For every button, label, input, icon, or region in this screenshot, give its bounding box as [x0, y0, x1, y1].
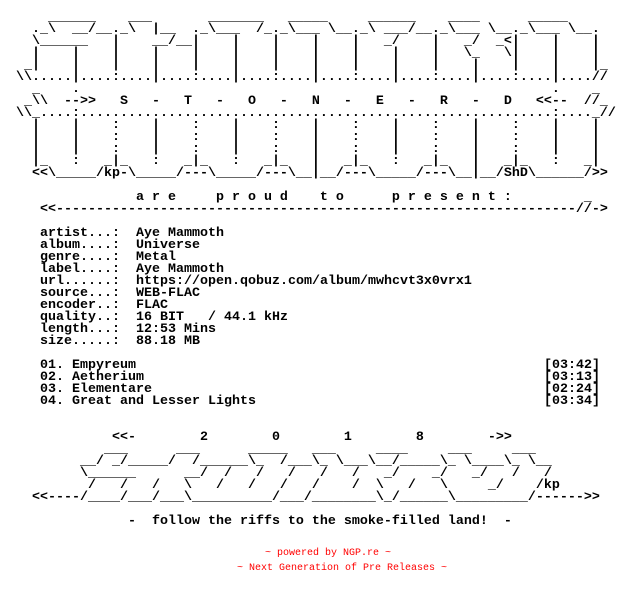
info-row-source: source...: WEB-FLAC	[0, 286, 624, 301]
header-art-line: _ . . _	[0, 82, 600, 97]
track-title: 03. Elementare	[40, 382, 152, 397]
powered-by-text: ~ powered by NGP.re ~	[265, 548, 392, 559]
footer-art-line: __/ _/_____/ /______\_ /___\_ \___\__/__…	[0, 454, 552, 469]
track-duration: [03:34]	[544, 394, 600, 409]
info-label: album....:	[40, 238, 120, 253]
header-art-line: <<\_____/kp-\_____/---\_____/---\__|__/-…	[0, 166, 608, 181]
footer-art-line: <<----/____/___/___\__________/___/_____…	[0, 490, 600, 505]
header-title-line: _\\ -->> S - T - O - N - E - R - D <<-- …	[0, 94, 608, 109]
track-duration: [03:13]	[544, 370, 600, 385]
footer-art-line: / / / \ / / / / / \ / \ _/ /kp	[0, 478, 560, 493]
track-row: 03. Elementare [02:24]	[0, 382, 624, 397]
track-row: 01. Empyreum [03:42]	[0, 358, 624, 373]
info-row-album: album....: Universe	[0, 238, 624, 253]
header-art-line: | | : | : | : | : | : | : | |	[0, 130, 600, 145]
info-value: Metal	[136, 250, 176, 265]
header-art-line: _| | | | | | | | | | | | | | |_	[0, 58, 608, 73]
info-value: Aye Mammoth	[136, 226, 224, 241]
header-art-line: | | : | : | : | : | : | : | |	[0, 118, 600, 133]
info-label: url......:	[40, 274, 120, 289]
tagline: - follow the riffs to the smoke-filled l…	[0, 514, 512, 529]
footer-art-line: ___ ___ _____ ___ ____ ___ ___	[0, 442, 536, 457]
info-label: quality..:	[40, 310, 120, 325]
header-art-line: ._\ __/__._\ |__ ._\___ /_._\___ \__._\ …	[0, 22, 600, 37]
info-value: 88.18 MB	[136, 334, 200, 349]
header-art-line: |_ : _|_ : _|_ : _|_ | _|_ : _|_ | _|_ :…	[0, 154, 600, 169]
next-generation-text: ~ Next Generation of Pre Releases ~	[237, 563, 448, 574]
info-row-artist: artist...: Aye Mammoth	[0, 226, 624, 241]
divider-line: <<--------------------------------------…	[0, 202, 608, 217]
info-value: Universe	[136, 238, 200, 253]
info-label: label....:	[40, 262, 120, 277]
info-label: length...:	[40, 322, 120, 337]
info-row-quality: quality..: 16 BIT / 44.1 kHz	[0, 310, 624, 325]
info-value-url: https://open.qobuz.com/album/mwhcvt3x0vr…	[136, 274, 472, 289]
track-duration: [03:42]	[544, 358, 600, 373]
header-art-line: \\_....:................................…	[0, 106, 616, 121]
info-value: FLAC	[136, 298, 168, 313]
info-label: genre....:	[40, 250, 120, 265]
info-row-genre: genre....: Metal	[0, 250, 624, 265]
info-label: source...:	[40, 286, 120, 301]
info-label: size.....:	[40, 334, 120, 349]
info-row-encoder: encoder..: FLAC	[0, 298, 624, 313]
year-art-line: <<- 2 0 1 8 ->>	[0, 430, 512, 445]
header-art-line: \\.....|....:....|....:....|....:....|..…	[0, 70, 608, 85]
track-duration: [02:24]	[544, 382, 600, 397]
info-value: Aye Mammoth	[136, 262, 224, 277]
info-value: WEB-FLAC	[136, 286, 200, 301]
info-row-length: length...: 12:53 Mins	[0, 322, 624, 337]
track-title: 02. Aetherium	[40, 370, 144, 385]
info-row-size: size.....: 88.18 MB	[0, 334, 624, 349]
info-label: artist...:	[40, 226, 120, 241]
info-label: encoder..:	[40, 298, 120, 313]
info-value: 12:53 Mins	[136, 322, 216, 337]
presents-line: a r e p r o u d t o p r e s e n t : _	[0, 190, 592, 205]
track-row: 04. Great and Lesser Lights [03:34]	[0, 394, 624, 409]
header-art-line: ______ ___ _______ _____ ______ ____ ___…	[0, 10, 568, 25]
info-row-label: label....: Aye Mammoth	[0, 262, 624, 277]
header-art-line: | | | | | | | | | | | \_ \| | |	[0, 46, 600, 61]
blank-line	[0, 408, 624, 420]
track-title: 01. Empyreum	[40, 358, 136, 373]
info-value: 16 BIT / 44.1 kHz	[136, 310, 288, 325]
track-title: 04. Great and Lesser Lights	[40, 394, 256, 409]
info-row-url: url......: https://open.qobuz.com/album/m…	[0, 274, 624, 289]
footer-art-line: \______ __/ / / / / / _/ _/ _/ / /	[0, 466, 552, 481]
nfo-document: ______ ___ _______ _____ ______ ____ ___…	[0, 10, 624, 529]
track-row: 02. Aetherium [03:13]	[0, 370, 624, 385]
header-art-line: | | : | : | : | : | : | : | |	[0, 142, 600, 157]
header-art-line: \______ | __/__| | | | | _/ | _/ _<| | |	[0, 34, 600, 49]
